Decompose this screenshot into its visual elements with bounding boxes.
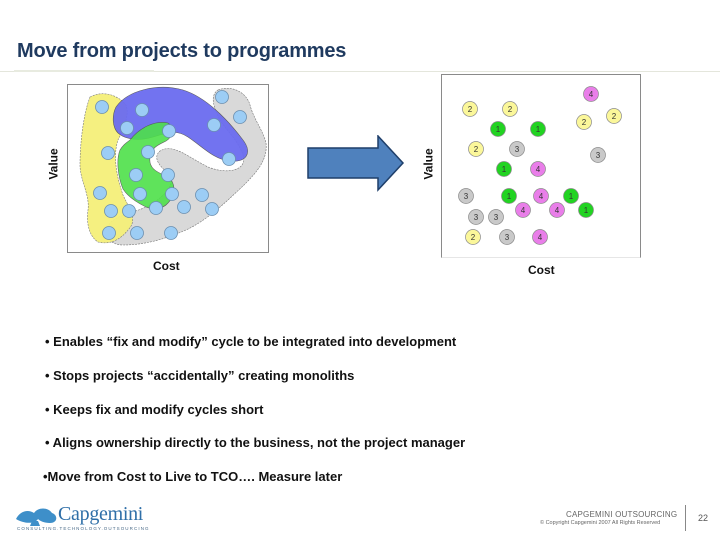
programme-node-magenta: 4 — [532, 229, 548, 245]
programme-node-yellow: 2 — [468, 141, 484, 157]
programme-node-yellow: 2 — [576, 114, 592, 130]
programme-node-magenta: 4 — [533, 188, 549, 204]
programme-node-gray: 3 — [468, 209, 484, 225]
slide-title: Move from projects to programmes — [17, 40, 347, 62]
svg-text:4: 4 — [536, 165, 541, 174]
programme-node-green: 1 — [530, 121, 546, 137]
svg-text:1: 1 — [502, 165, 507, 174]
footer-copyright: © Copyright Capgemini 2007 All Rights Re… — [540, 520, 661, 526]
programme-node-magenta: 4 — [549, 202, 565, 218]
projects-diagram-canvas — [79, 87, 267, 246]
svg-text:2: 2 — [468, 105, 473, 114]
title-divider — [0, 71, 720, 72]
programme-node-yellow: 2 — [462, 101, 478, 117]
capgemini-logo: Capgemini CONSULTING.TECHNOLOGY.OUTSOURC… — [14, 503, 149, 531]
svg-text:1: 1 — [584, 206, 589, 215]
programme-node-green: 1 — [501, 188, 517, 204]
svg-text:2: 2 — [612, 112, 617, 121]
svg-text:1: 1 — [496, 125, 501, 134]
svg-text:1: 1 — [569, 192, 574, 201]
programme-node-green: 1 — [496, 161, 512, 177]
svg-text:4: 4 — [555, 206, 560, 215]
left-x-axis-label: Cost — [153, 259, 180, 273]
page-number: 22 — [698, 513, 709, 523]
bullet-item: • Enables “fix and modify” cycle to be i… — [45, 334, 457, 349]
bullet-item: • Stops projects “accidentally” creating… — [45, 368, 355, 383]
svg-text:3: 3 — [474, 213, 479, 222]
programme-node-gray: 3 — [590, 147, 606, 163]
programme-node-gray: 3 — [509, 141, 525, 157]
projects-diagram — [67, 84, 269, 253]
programme-node-yellow: 2 — [606, 108, 622, 124]
svg-text:2: 2 — [508, 105, 513, 114]
programme-node-green: 1 — [578, 202, 594, 218]
spade-logo-icon — [16, 508, 57, 526]
svg-text:3: 3 — [505, 233, 510, 242]
title-divider-accent — [14, 70, 154, 72]
right-arrow-icon — [307, 135, 405, 192]
programme-node-magenta: 4 — [530, 161, 546, 177]
programme-node-green: 1 — [563, 188, 579, 204]
project-nodes — [93, 90, 247, 240]
svg-text:3: 3 — [515, 145, 520, 154]
programme-node-gray: 3 — [488, 209, 504, 225]
bullet-item: •Move from Cost to Live to TCO…. Measure… — [43, 469, 343, 484]
programme-node-magenta: 4 — [515, 202, 531, 218]
svg-text:4: 4 — [521, 206, 526, 215]
bullet-item: • Keeps fix and modify cycles short — [45, 402, 264, 417]
svg-text:2: 2 — [471, 233, 476, 242]
right-y-axis-label: Value — [421, 148, 436, 180]
programme-node-yellow: 2 — [465, 229, 481, 245]
svg-text:3: 3 — [464, 192, 469, 201]
logo-wordmark: Capgemini — [58, 503, 144, 525]
programme-node-gray: 3 — [499, 229, 515, 245]
logo-tagline: CONSULTING.TECHNOLOGY.OUTSOURCING — [17, 526, 150, 531]
programme-node-yellow: 2 — [502, 101, 518, 117]
svg-text:2: 2 — [582, 118, 587, 127]
bullet-item: • Aligns ownership directly to the busin… — [45, 435, 466, 450]
svg-text:2: 2 — [474, 145, 479, 154]
programme-node-green: 1 — [490, 121, 506, 137]
right-x-axis-label: Cost — [528, 263, 555, 277]
svg-text:4: 4 — [589, 90, 594, 99]
programme-node-gray: 3 — [458, 188, 474, 204]
footer-company: CAPGEMINI OUTSOURCING — [566, 510, 678, 519]
programme-node-magenta: 4 — [583, 86, 599, 102]
svg-text:1: 1 — [507, 192, 512, 201]
svg-text:3: 3 — [596, 151, 601, 160]
svg-text:4: 4 — [539, 192, 544, 201]
svg-text:3: 3 — [494, 213, 499, 222]
footer-divider — [685, 505, 686, 531]
svg-text:4: 4 — [538, 233, 543, 242]
left-y-axis-label: Value — [46, 148, 61, 180]
svg-text:1: 1 — [536, 125, 541, 134]
